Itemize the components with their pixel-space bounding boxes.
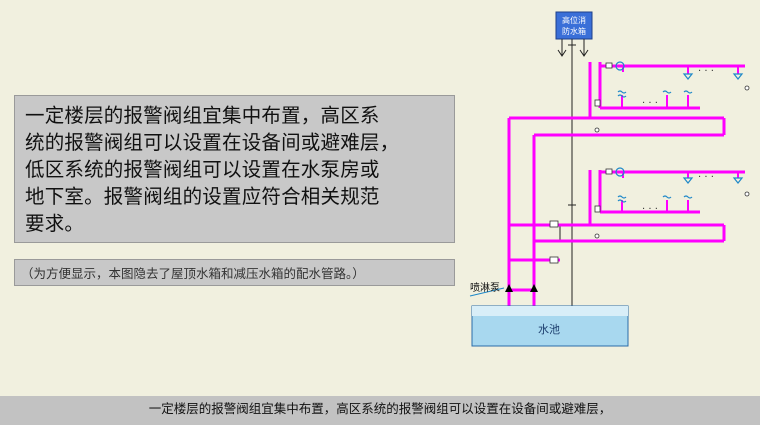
svg-text:· · ·: · · · [698, 172, 714, 183]
pump-pointer-line [469, 287, 505, 297]
main-text-line: 统的报警阀组可以设置在设备间或避难层， [25, 131, 400, 154]
pump-icon [505, 284, 513, 292]
sprinkler-heads [615, 61, 744, 203]
high-level-tank [555, 11, 593, 40]
pool-label: 水池 [538, 323, 560, 336]
tank-label-line2: 防水箱 [562, 26, 586, 36]
pump-label: 喷淋泵 [470, 281, 500, 294]
main-text-line: 一定楼层的报警阀组宜集中布置，高区系 [25, 104, 380, 127]
tank-label-line1: 高位消 [562, 15, 586, 25]
pump-icon [530, 284, 538, 292]
sprinkler-system-diagram: 高位消 防水箱 [469, 11, 750, 347]
note-box: （为方便显示，本图隐去了屋顶水箱和减压水箱的配水管路。） [14, 259, 455, 286]
svg-text:· · ·: · · · [698, 66, 714, 77]
caption-text: 一定楼层的报警阀组宜集中布置，高区系统的报警阀组可以设置在设备间或避难层， [148, 401, 612, 416]
main-text-box: 一定楼层的报警阀组宜集中布置，高区系 统的报警阀组可以设置在设备间或避难层， 低… [14, 95, 455, 243]
main-text-line: 低区系统的报警阀组可以设置在水泵房或 [25, 158, 380, 181]
ellipsis-marks: · · · · · · · · · · · · [642, 66, 714, 215]
sprinkler-pipes [507, 62, 745, 308]
main-text-line: 要求。 [25, 212, 85, 235]
tank-outlet-pipes [557, 39, 589, 330]
caption-bar: 一定楼层的报警阀组宜集中布置，高区系统的报警阀组可以设置在设备间或避难层， [0, 396, 760, 425]
main-text-line: 地下室。报警阀组的设置应符合相关规范 [25, 185, 380, 208]
svg-text:· · ·: · · · [642, 204, 658, 215]
note-text: （为方便显示，本图隐去了屋顶水箱和减压水箱的配水管路。） [21, 266, 365, 281]
sprinkler-drops [621, 66, 739, 212]
valves [549, 62, 750, 264]
pool-surface [472, 306, 628, 316]
svg-text:· · ·: · · · [642, 98, 658, 109]
